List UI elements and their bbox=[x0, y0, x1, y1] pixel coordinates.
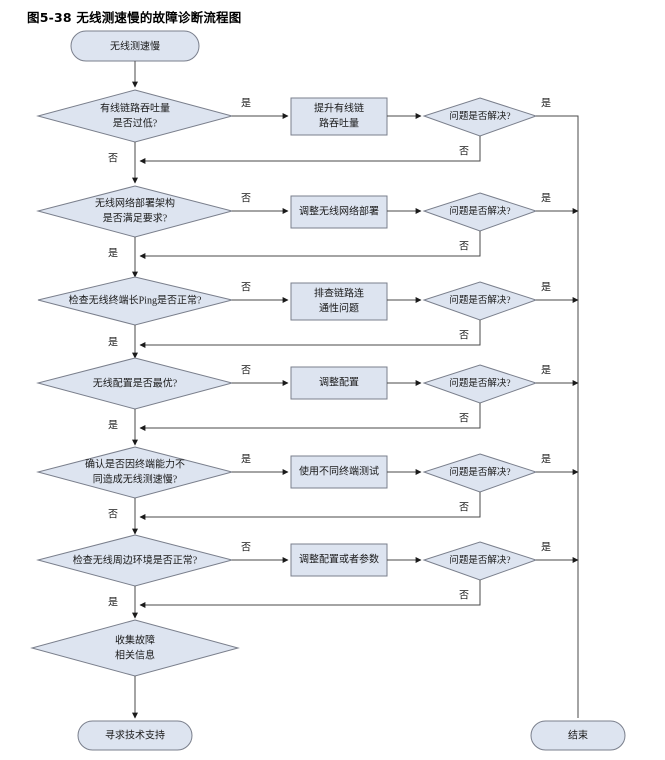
action-row-1-line2: 路吞吐量 bbox=[319, 116, 359, 129]
decision-row-1[interactable]: 有线链路吞吐量 是否过低? bbox=[36, 89, 234, 143]
resolved-row-4-label: 问题是否解决? bbox=[449, 377, 510, 389]
edge-label-row6-resolved-no: 否 bbox=[459, 589, 469, 601]
decision-row-5-line1: 确认是否因终端能力不 bbox=[85, 457, 185, 470]
page-title: 图5-38 无线测速慢的故障诊断流程图 bbox=[27, 10, 242, 25]
action-row-6[interactable]: 调整配置或者参数 bbox=[290, 543, 388, 577]
action-row-5[interactable]: 使用不同终端测试 bbox=[290, 455, 388, 489]
action-row-6-line1: 调整配置或者参数 bbox=[299, 552, 379, 565]
edge-label-row5-right: 是 bbox=[241, 453, 251, 465]
edge-label-row1-resolved-yes: 是 bbox=[541, 97, 551, 109]
decision-row-5[interactable]: 确认是否因终端能力不 同造成无线测速慢? bbox=[36, 446, 234, 499]
node-start-label: 无线测速慢 bbox=[110, 39, 160, 52]
edge-label-row5-resolved-no: 否 bbox=[459, 501, 469, 513]
resolved-row-2[interactable]: 问题是否解决? bbox=[422, 192, 538, 232]
edge-label-row2-down: 是 bbox=[108, 247, 118, 259]
action-row-5-line1: 使用不同终端测试 bbox=[299, 464, 379, 477]
edge-label-row5-down: 否 bbox=[108, 508, 118, 520]
edge-row6-no-loopback bbox=[139, 580, 481, 608]
decision-row-5-line2: 同造成无线测速慢? bbox=[93, 472, 178, 485]
action-row-3[interactable]: 排查链路连 通性问题 bbox=[290, 282, 388, 321]
decision-row-3-line1: 检查无线终端长Ping是否正常? bbox=[69, 293, 202, 306]
resolved-row-6[interactable]: 问题是否解决? bbox=[422, 541, 538, 581]
action-row-4[interactable]: 调整配置 bbox=[290, 366, 388, 400]
decision-row-6[interactable]: 检查无线周边环境是否正常? bbox=[36, 534, 234, 587]
node-collect-info-line2: 相关信息 bbox=[115, 648, 155, 661]
resolved-row-5[interactable]: 问题是否解决? bbox=[422, 453, 538, 493]
decision-row-1-line2: 是否过低? bbox=[113, 116, 158, 129]
edge-label-row6-resolved-yes: 是 bbox=[541, 541, 551, 553]
action-row-3-line2: 通性问题 bbox=[319, 301, 359, 314]
decision-row-1-line1: 有线链路吞吐量 bbox=[100, 101, 170, 114]
edge-row3-no-loopback bbox=[139, 320, 481, 348]
edge-label-row3-resolved-yes: 是 bbox=[541, 281, 551, 293]
node-end[interactable]: 结束 bbox=[530, 720, 626, 751]
edge-label-row5-resolved-yes: 是 bbox=[541, 453, 551, 465]
action-row-2-line1: 调整无线网络部署 bbox=[299, 204, 379, 217]
node-seek-support[interactable]: 寻求技术支持 bbox=[77, 720, 193, 751]
edge-label-row3-resolved-no: 否 bbox=[459, 329, 469, 341]
edge-row1-no-loopback bbox=[139, 136, 481, 164]
resolved-row-1-label: 问题是否解决? bbox=[449, 110, 510, 122]
action-row-1-line1: 提升有线链 bbox=[314, 101, 364, 114]
node-collect-info[interactable]: 收集故障 相关信息 bbox=[30, 619, 240, 677]
edge-label-row6-right: 否 bbox=[241, 541, 251, 553]
edge-row5-no-loopback bbox=[139, 492, 481, 520]
resolved-row-4[interactable]: 问题是否解决? bbox=[422, 364, 538, 404]
node-end-label: 结束 bbox=[568, 728, 588, 741]
edge-label-row1-resolved-no: 否 bbox=[459, 145, 469, 157]
resolved-row-2-label: 问题是否解决? bbox=[449, 205, 510, 217]
decision-row-3[interactable]: 检查无线终端长Ping是否正常? bbox=[37, 276, 233, 326]
resolved-row-3[interactable]: 问题是否解决? bbox=[422, 281, 538, 321]
node-start[interactable]: 无线测速慢 bbox=[70, 30, 200, 62]
edge-label-row2-resolved-yes: 是 bbox=[541, 192, 551, 204]
decision-row-4[interactable]: 无线配置是否最优? bbox=[36, 357, 234, 410]
decision-row-4-line1: 无线配置是否最优? bbox=[93, 376, 178, 389]
resolved-row-1[interactable]: 问题是否解决? bbox=[422, 97, 538, 137]
edge-label-row4-resolved-yes: 是 bbox=[541, 364, 551, 376]
edge-label-row2-right: 否 bbox=[241, 192, 251, 204]
edge-label-row6-down: 是 bbox=[108, 596, 118, 608]
action-row-2[interactable]: 调整无线网络部署 bbox=[290, 195, 388, 229]
decision-row-6-line1: 检查无线周边环境是否正常? bbox=[73, 553, 198, 566]
node-seek-support-label: 寻求技术支持 bbox=[105, 728, 165, 741]
edge-label-row3-right: 否 bbox=[241, 281, 251, 293]
edge-label-row1-right: 是 bbox=[241, 97, 251, 109]
action-row-3-line1: 排查链路连 bbox=[314, 286, 364, 299]
edge-row4-no-loopback bbox=[139, 403, 481, 431]
resolved-row-5-label: 问题是否解决? bbox=[449, 466, 510, 478]
decision-row-2-line2: 是否满足要求? bbox=[103, 212, 168, 224]
action-row-4-line1: 调整配置 bbox=[319, 375, 359, 388]
resolved-row-6-label: 问题是否解决? bbox=[449, 554, 510, 566]
edge-label-row1-down: 否 bbox=[108, 152, 118, 164]
edge-label-row4-resolved-no: 否 bbox=[459, 412, 469, 424]
edge-row1-yes-to-end bbox=[536, 115, 579, 718]
action-row-1[interactable]: 提升有线链 路吞吐量 bbox=[290, 97, 388, 136]
resolved-row-3-label: 问题是否解决? bbox=[449, 294, 510, 306]
edge-label-row4-right: 否 bbox=[241, 364, 251, 376]
edge-row2-no-loopback bbox=[139, 231, 481, 259]
decision-row-2[interactable]: 无线网络部署架构 是否满足要求? bbox=[36, 185, 234, 238]
edge-label-row4-down: 是 bbox=[108, 419, 118, 431]
edge-label-row2-resolved-no: 否 bbox=[459, 240, 469, 252]
edge-label-row3-down: 是 bbox=[108, 336, 118, 348]
decision-row-2-line1: 无线网络部署架构 bbox=[95, 196, 175, 209]
node-collect-info-line1: 收集故障 bbox=[115, 633, 155, 646]
